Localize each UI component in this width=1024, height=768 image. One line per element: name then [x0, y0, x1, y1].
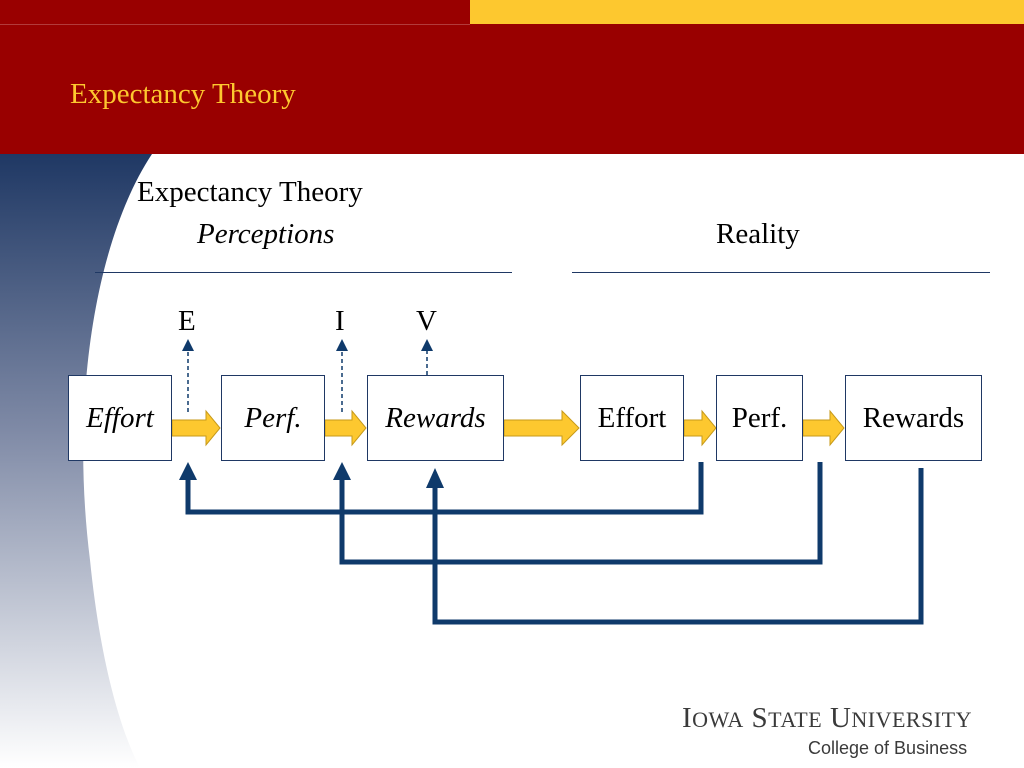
- title-bar: [0, 0, 1024, 154]
- perceived-performance-box: Perf.: [221, 375, 325, 461]
- arrow-perf-to-rewards: [324, 409, 367, 447]
- university-wordmark: IOWA STATE UNIVERSITY: [682, 702, 972, 734]
- reality-rewards-box: Rewards: [845, 375, 982, 461]
- feedback-line-rewards: [432, 468, 924, 625]
- gold-accent-strip: [470, 0, 1024, 24]
- instrumentality-label: I: [335, 305, 345, 337]
- reality-performance-box: Perf.: [716, 375, 803, 461]
- perceptions-heading-line1: Expectancy Theory: [137, 176, 363, 208]
- arrow-reality-perf-to-rewards: [802, 409, 845, 447]
- reality-heading: Reality: [716, 218, 800, 250]
- arrow-effort-to-perf: [171, 409, 221, 447]
- reality-effort-box: Effort: [580, 375, 684, 461]
- perceptions-heading-line2: Perceptions: [197, 218, 335, 250]
- feedback-line-perf: [339, 462, 823, 565]
- college-name: College of Business: [808, 738, 968, 758]
- feedback-line-effort: [185, 462, 704, 515]
- expectancy-label: E: [178, 305, 196, 337]
- feedback-arrowhead-effort: [179, 462, 197, 480]
- valence-label: V: [416, 305, 437, 337]
- perceived-rewards-box: Rewards: [367, 375, 504, 461]
- arrow-reality-effort-to-perf: [683, 409, 717, 447]
- perceptions-rule: [95, 272, 512, 273]
- arrow-rewards-to-reality: [503, 409, 580, 447]
- feedback-arrowhead-rewards: [426, 468, 444, 488]
- feedback-arrowhead-perf: [333, 462, 351, 480]
- title-bar-rule: [0, 24, 470, 25]
- perceived-effort-box: Effort: [68, 375, 172, 461]
- reality-rule: [572, 272, 990, 273]
- slide-title: Expectancy Theory: [70, 78, 296, 110]
